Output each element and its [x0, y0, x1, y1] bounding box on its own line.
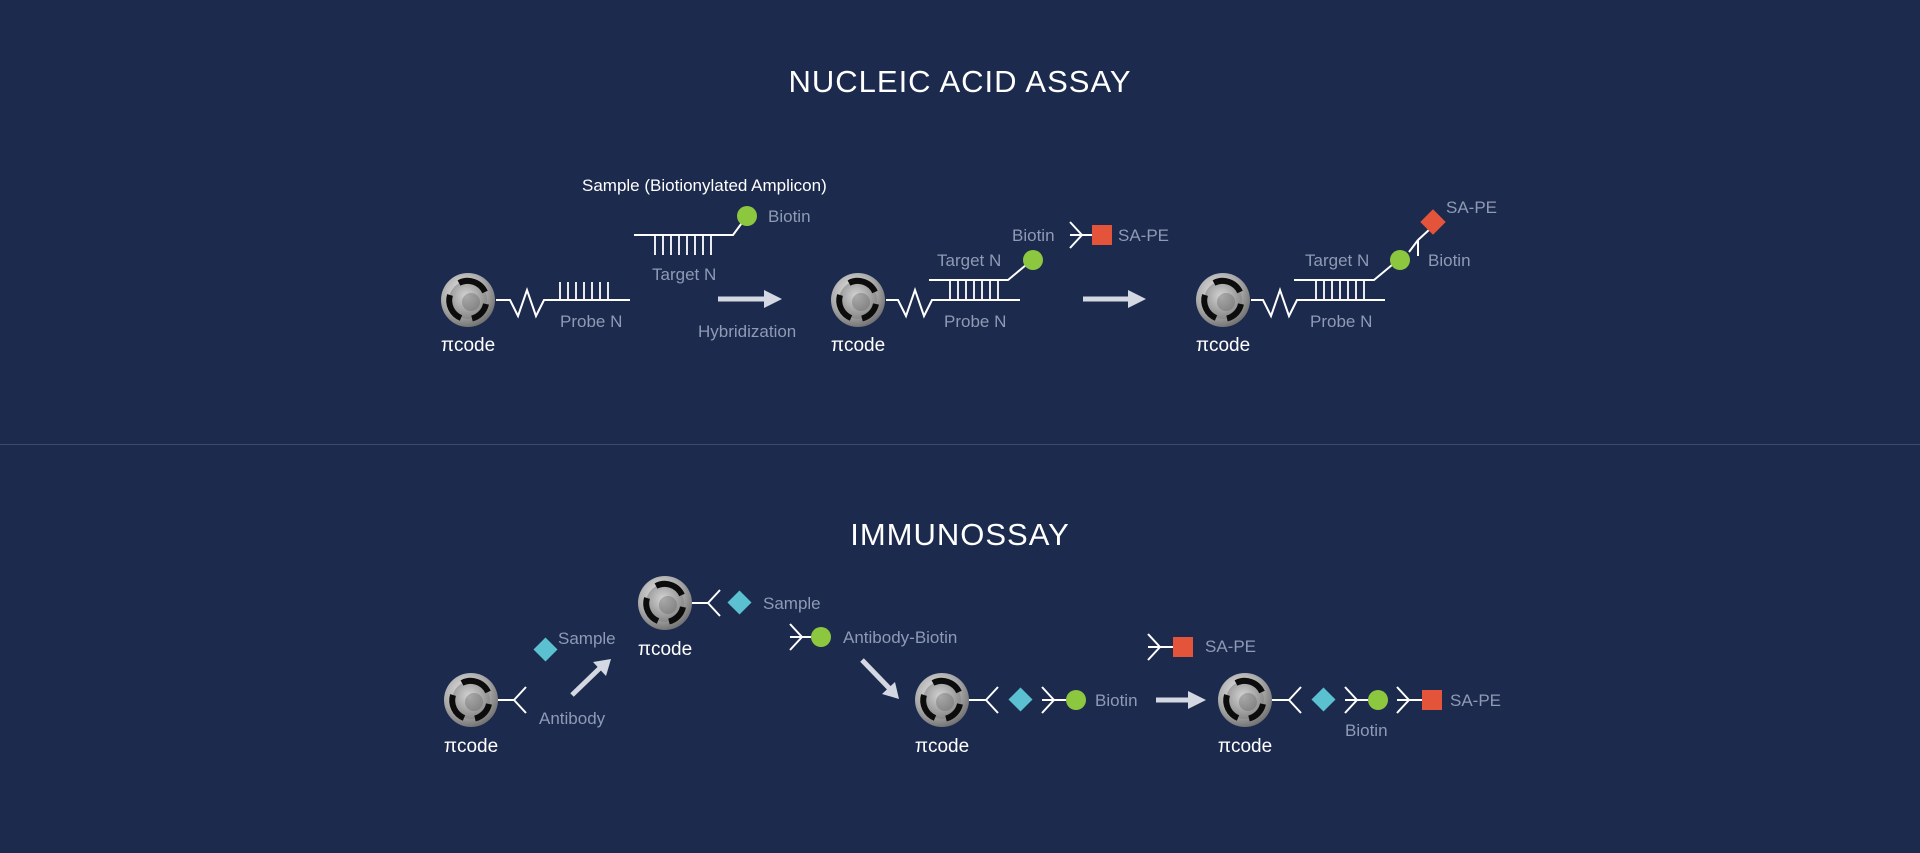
nucleic-step1: πcode Probe N	[441, 273, 630, 356]
antibody-label: Antibody	[539, 709, 606, 728]
sa-pe-icon	[1422, 690, 1442, 710]
hybridization-label: Hybridization	[698, 322, 796, 341]
bead-label: πcode	[1218, 736, 1272, 757]
sample-icon	[533, 637, 558, 662]
immuno-step4: πcode Biotin SA-PE	[1218, 673, 1501, 757]
sa-pe-icon	[1420, 209, 1446, 235]
arrow-right-icon	[1156, 691, 1206, 709]
sa-pe-icon	[1173, 637, 1193, 657]
biotin-label: Biotin	[1012, 226, 1055, 245]
pi-code-bead-icon	[831, 273, 885, 327]
target-label: Target N	[652, 265, 716, 284]
biotin-icon	[737, 206, 757, 226]
bead-label: πcode	[831, 335, 885, 356]
immuno-title: IMMUNOSSAY	[850, 517, 1070, 552]
bead-label: πcode	[638, 639, 692, 660]
sample-icon	[1311, 687, 1336, 712]
arrow-up-right-icon	[570, 659, 611, 697]
immuno-step2: πcode Sample Antibody-Biotin	[638, 576, 957, 660]
pi-code-bead-icon	[638, 576, 692, 630]
biotin-icon	[811, 627, 831, 647]
probe-label: Probe N	[1310, 312, 1372, 331]
antibody-icon	[1288, 686, 1302, 714]
biotin-label: Biotin	[768, 207, 811, 226]
immuno-step3: πcode Biotin SA-PE	[915, 633, 1256, 757]
biotin-label: Biotin	[1345, 721, 1388, 740]
antibody-icon	[513, 686, 527, 714]
sa-pe-label: SA-PE	[1450, 691, 1501, 710]
sa-pe-label: SA-PE	[1205, 637, 1256, 656]
bead-label: πcode	[441, 335, 495, 356]
probe-label: Probe N	[560, 312, 622, 331]
sample-icon	[727, 590, 752, 615]
antibody-biotin-label: Antibody-Biotin	[843, 628, 957, 647]
biotin-label: Biotin	[1095, 691, 1138, 710]
target-label: Target N	[1305, 251, 1369, 270]
arrow-right-icon	[1083, 290, 1146, 308]
nucleic-step3: πcode Probe N Target N Biotin SA-PE	[1196, 198, 1497, 356]
biotin-icon	[1066, 690, 1086, 710]
biotin-icon	[1023, 250, 1043, 270]
pi-code-bead-icon	[1196, 273, 1250, 327]
sample-label: Sample (Biotionylated Amplicon)	[582, 176, 827, 195]
pi-code-bead-icon	[1218, 673, 1272, 727]
arrow-right-icon	[718, 290, 782, 308]
bead-label: πcode	[444, 736, 498, 757]
sample-label: Sample	[763, 594, 821, 613]
pi-code-bead-icon	[444, 673, 498, 727]
immuno-step1: πcode Sample Antibody	[444, 629, 616, 757]
arrow-down-right-icon	[860, 658, 899, 699]
nucleic-title: NUCLEIC ACID ASSAY	[788, 64, 1131, 99]
antibody-icon	[985, 686, 999, 714]
bead-label: πcode	[1196, 335, 1250, 356]
probe-label: Probe N	[944, 312, 1006, 331]
sample-label: Sample	[558, 629, 616, 648]
pi-code-bead-icon	[441, 273, 495, 327]
biotin-icon	[1368, 690, 1388, 710]
bead-label: πcode	[915, 736, 969, 757]
target-label: Target N	[937, 251, 1001, 270]
sa-pe-icon	[1092, 225, 1112, 245]
free-target: Target N Biotin	[634, 206, 811, 284]
biotin-icon	[1390, 250, 1410, 270]
sa-pe-label: SA-PE	[1118, 226, 1169, 245]
sa-pe-label: SA-PE	[1446, 198, 1497, 217]
sample-icon	[1008, 687, 1033, 712]
biotin-label: Biotin	[1428, 251, 1471, 270]
nucleic-step2: πcode Probe N Target N Biotin SA-PE	[831, 221, 1169, 356]
antibody-icon	[707, 589, 721, 617]
pi-code-bead-icon	[915, 673, 969, 727]
